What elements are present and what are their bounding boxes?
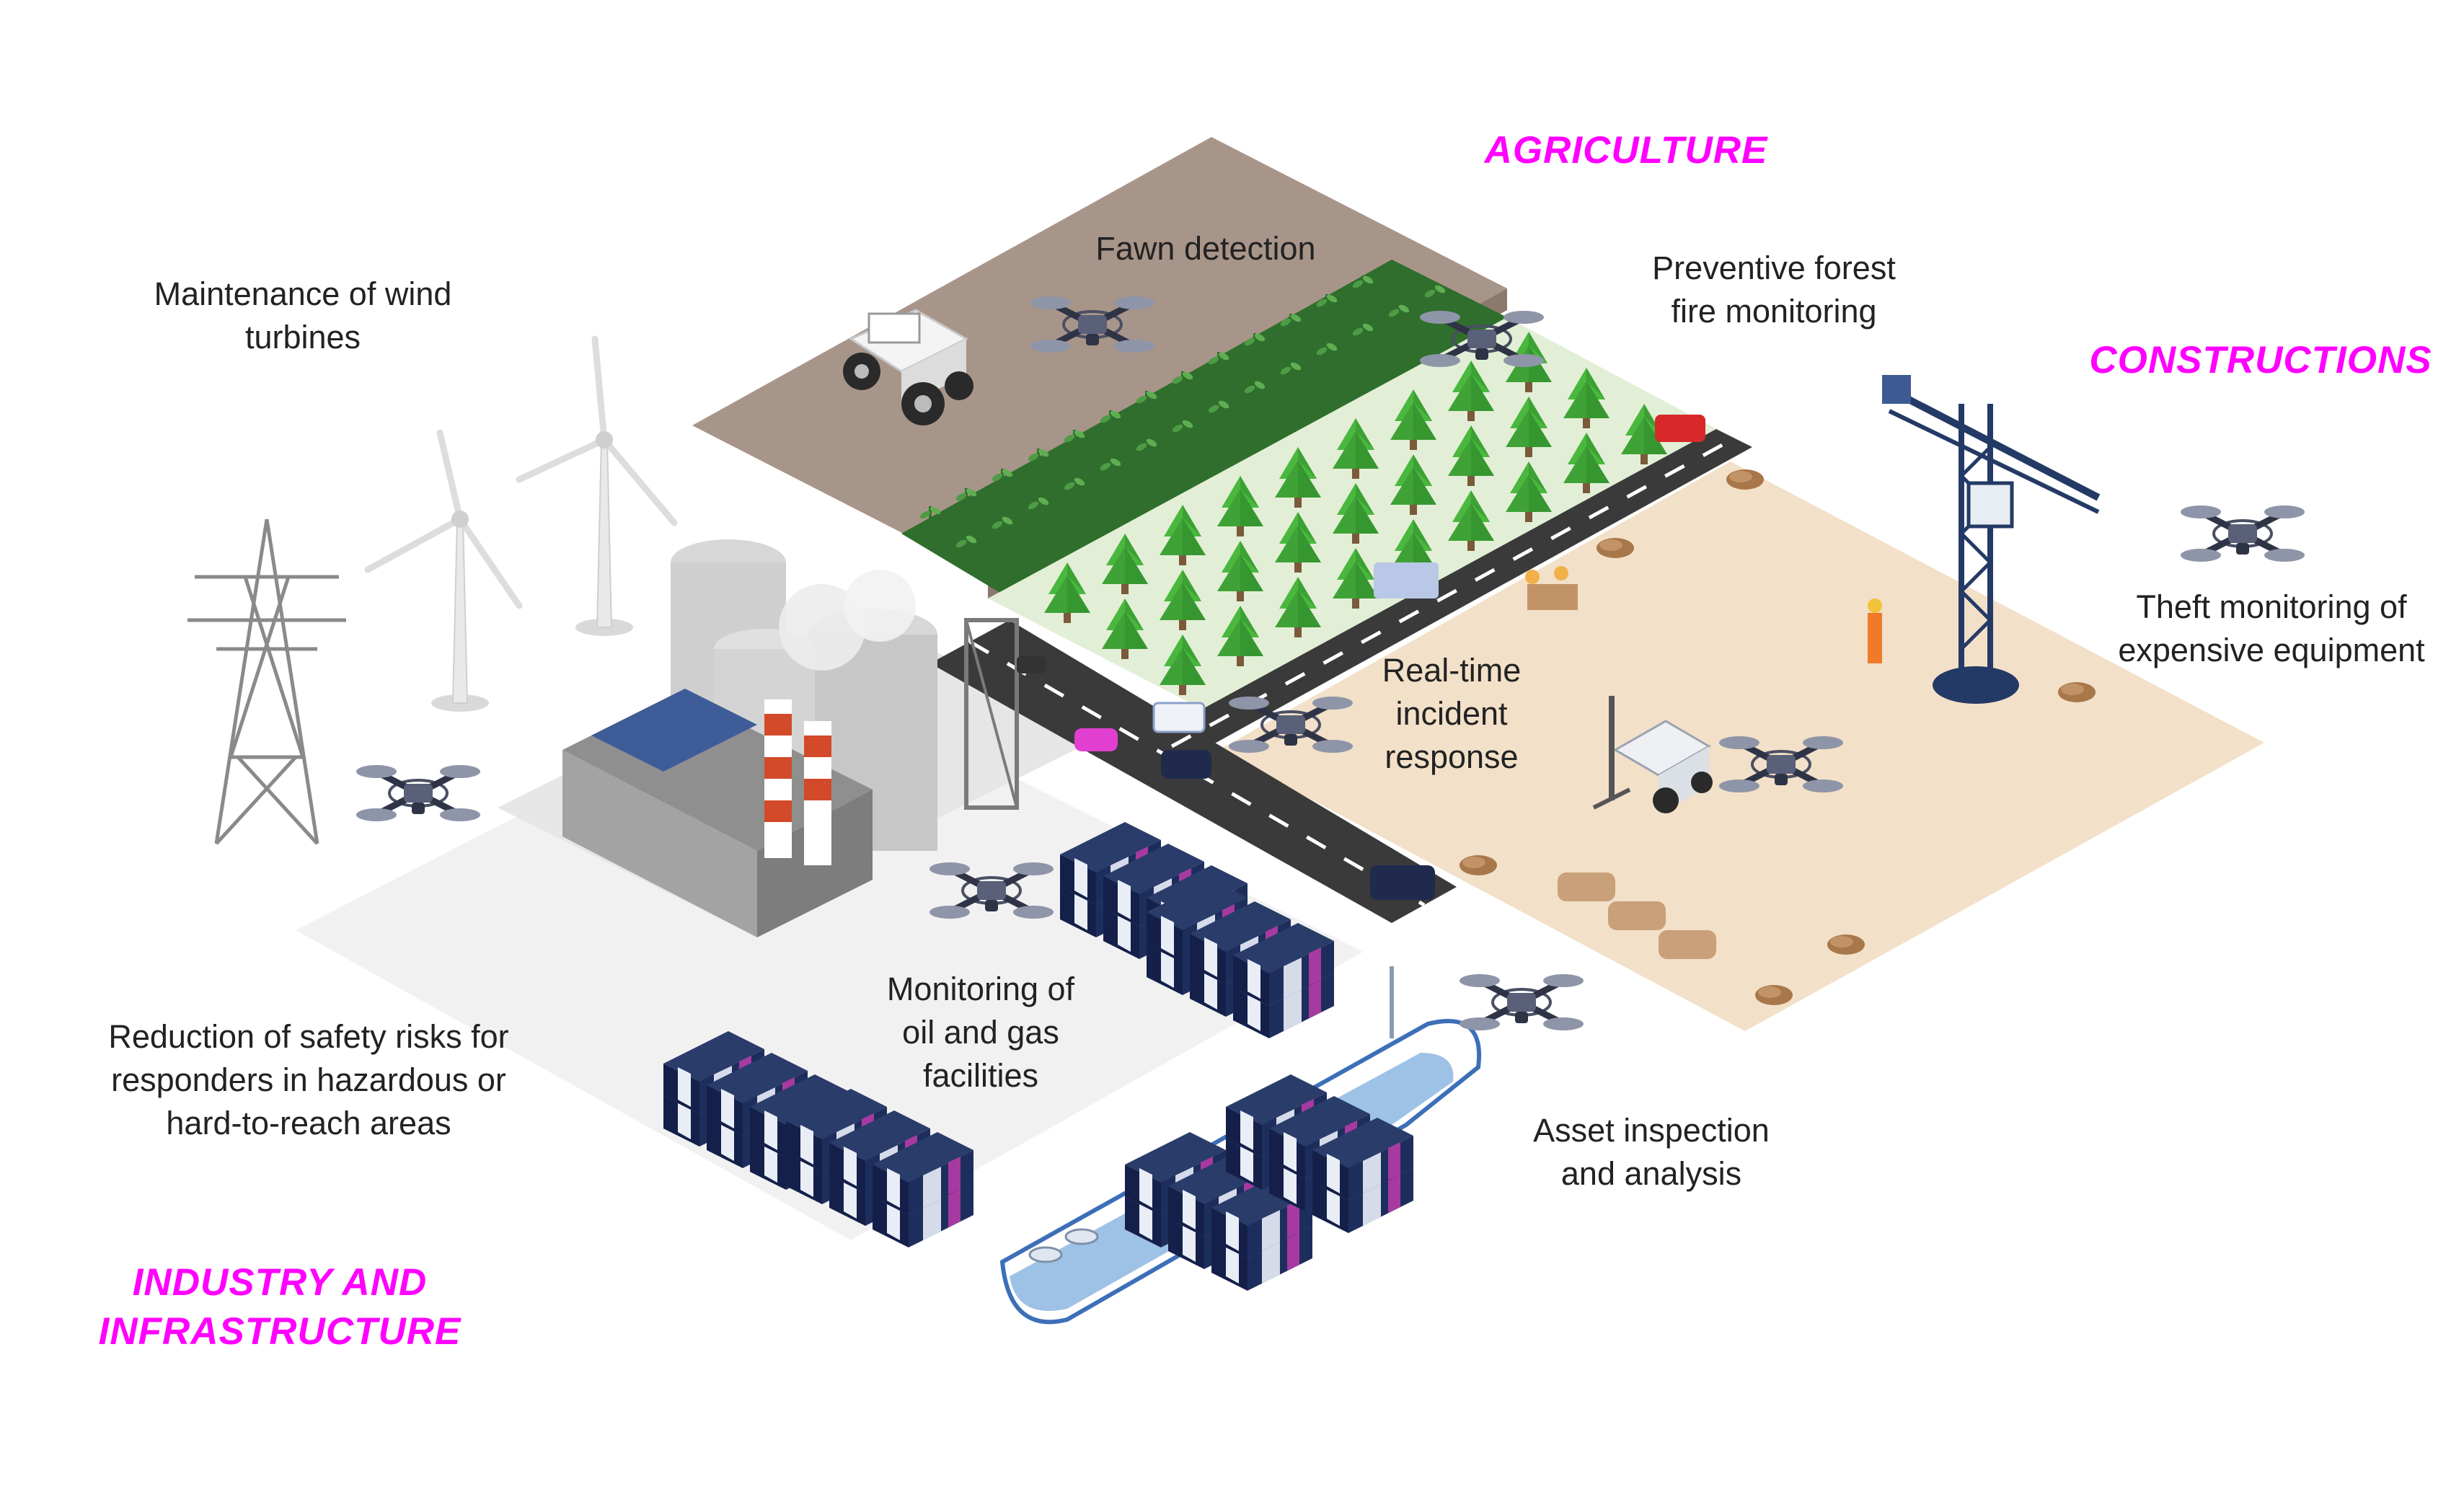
label-asset-inspection: Asset inspection and analysis [1533,1112,1770,1192]
section-title-constructions: CONSTRUCTIONS [2089,339,2432,381]
drone-icon [356,765,480,821]
drone-icon [1460,974,1584,1030]
label-fawn-detection: Fawn detection [1095,230,1316,267]
section-title-agriculture: AGRICULTURE [1484,129,1768,172]
label-safety-risks: Reduction of safety risks for responders… [108,1018,509,1141]
section-title-industry: INDUSTRY AND INFRASTRUCTURE [98,1261,462,1353]
label-oil-gas-monitoring: Monitoring of oil and gas facilities [886,971,1075,1094]
label-incident-response: Real-time incident response [1382,652,1522,775]
label-wind-turbines: Maintenance of wind turbines [154,275,452,355]
drone-icon [2181,505,2305,562]
label-forest-fire-monitoring: Preventive forest fire monitoring [1652,249,1896,330]
label-theft-monitoring: Theft monitoring of expensive equipment [2118,588,2425,668]
